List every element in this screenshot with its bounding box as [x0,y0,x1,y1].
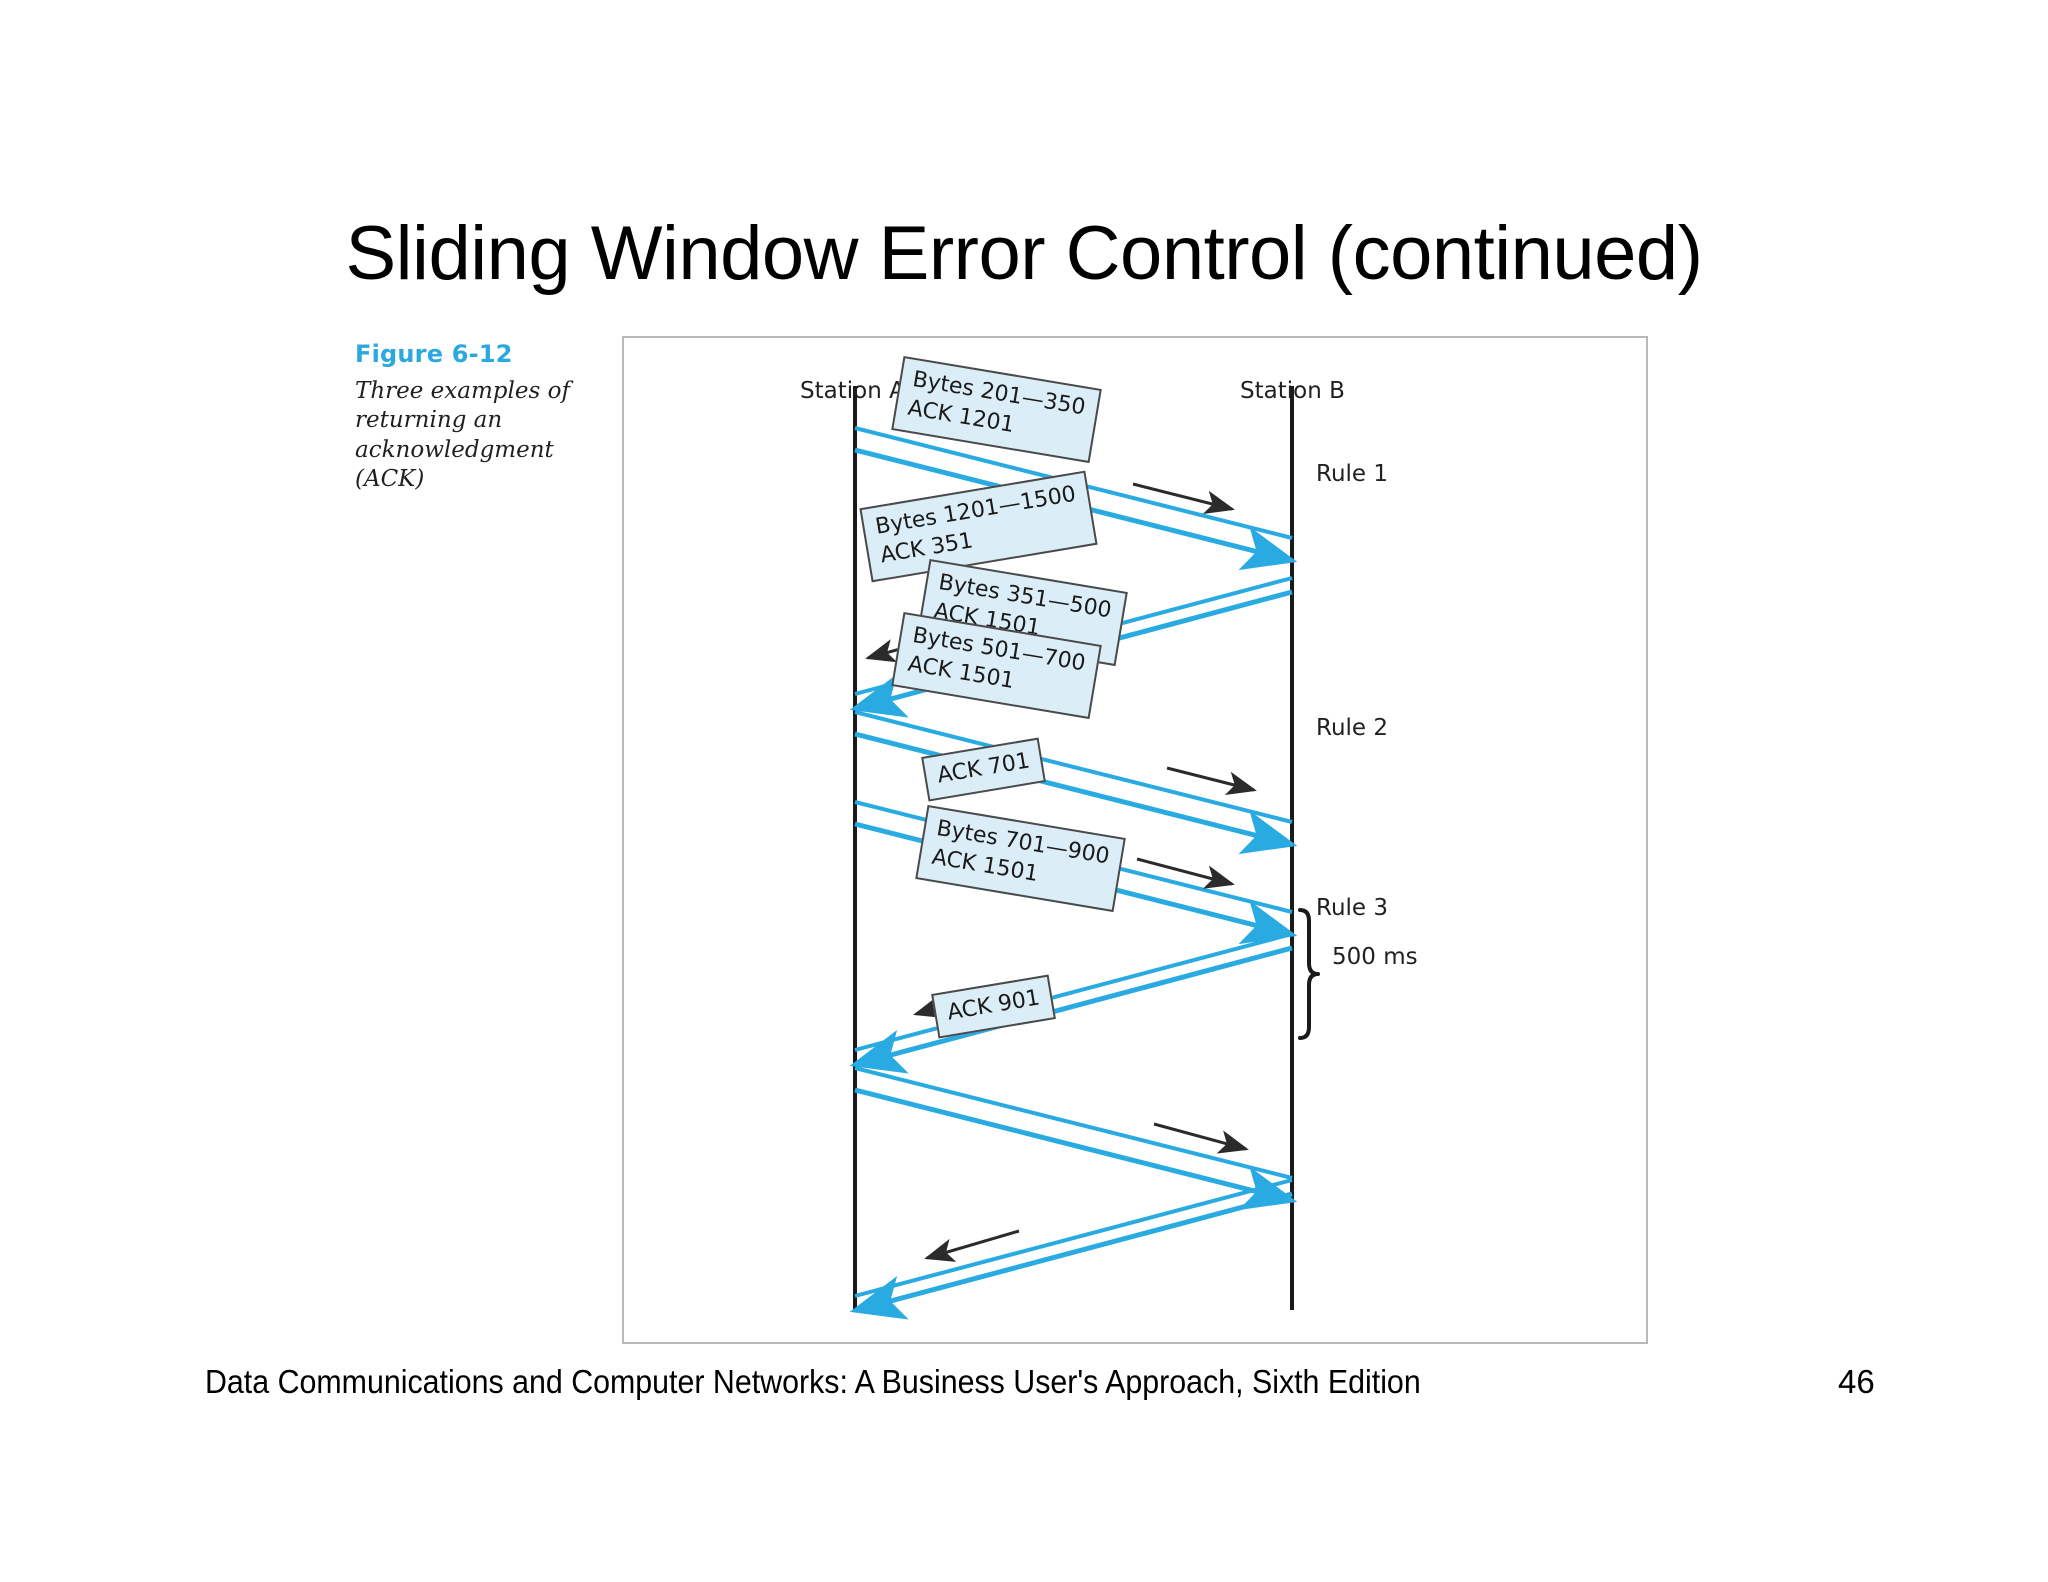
black-arrow-msg-3 [1166,766,1257,796]
rule-1-label: Rule 1 [1316,461,1389,487]
rule-3-label: Rule 3 [1316,895,1389,921]
timing-500ms-label: 500 ms [1332,944,1418,970]
slide-page-number: 46 [1838,1363,1875,1400]
cyan-line-msg-3-end [854,731,1298,855]
cyan-line-msg-3-start [854,710,1293,824]
slide-footer-text: Data Communications and Computer Network… [205,1363,1421,1400]
sequence-diagram-canvas [849,386,1320,1320]
cyan-line-msg-6-start [854,1066,1293,1180]
figure-caption-block: Figure 6-12 Three examples of returning … [355,340,605,495]
figure-description-label: Three examples of returning an acknowled… [355,378,570,493]
cyan-line-msg-6-end [854,1087,1298,1211]
cyan-line-msg-7-start [854,1178,1293,1298]
black-arrow-msg-4 [1136,857,1235,889]
black-arrow-msg-7 [924,1229,1020,1262]
black-arrow-msg-1 [1132,482,1235,515]
message-box-5-line1: ACK 701 [935,748,1032,789]
figure-frame: Station A Station B Rule 1 Rule 2 Rule 3… [622,336,1648,1344]
cyan-line-msg-5-start [854,932,1293,1052]
page-title: Sliding Window Error Control (continued) [345,211,1703,296]
rule-2-label: Rule 2 [1316,715,1389,741]
station-b-label: Station B [1240,378,1345,404]
cyan-line-msg-5-end [849,945,1293,1074]
figure-number-label: Figure 6-12 [355,340,513,368]
station-a-label: Station A [800,378,905,404]
timing-brace [1298,908,1320,1040]
black-arrow-msg-6 [1153,1122,1249,1154]
cyan-line-msg-7-end [849,1191,1293,1320]
message-box-7-line1: ACK 901 [945,985,1042,1026]
